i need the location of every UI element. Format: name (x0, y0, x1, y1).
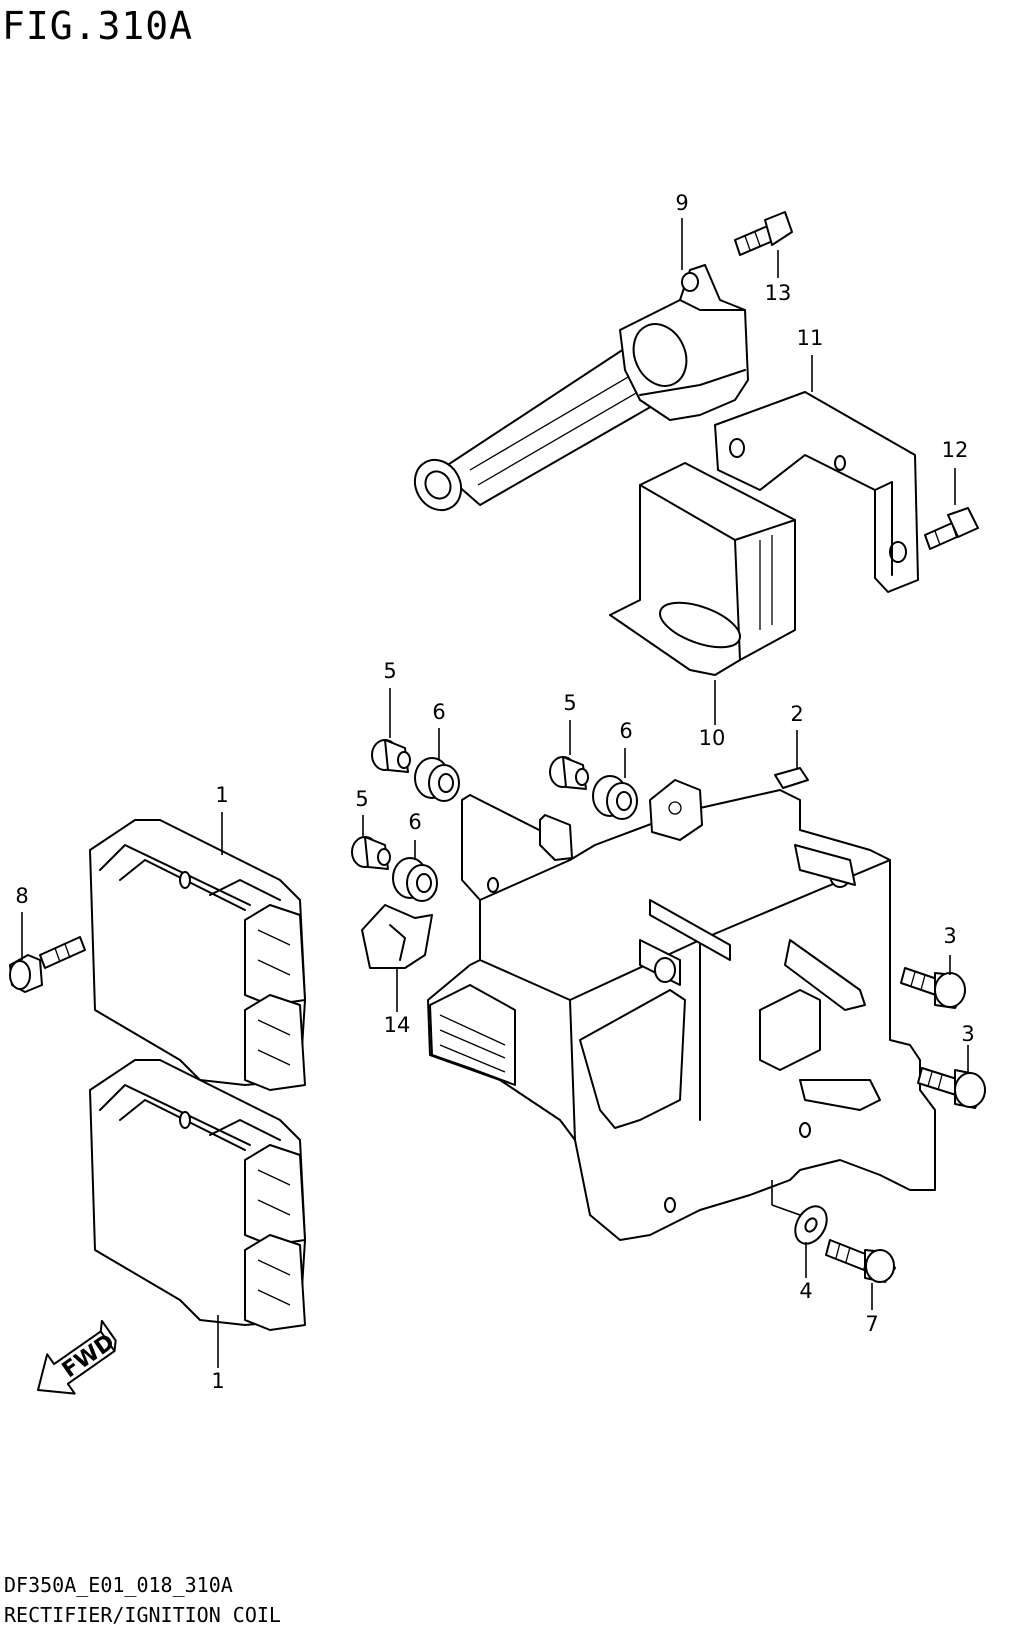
electrical-bracket (427, 779, 936, 1241)
fwd-label: FWD (58, 1330, 119, 1383)
bolt-bottom (825, 1239, 896, 1283)
callout-12: 12 (942, 438, 969, 462)
coil-cover (609, 462, 796, 676)
callout-5: 5 (563, 691, 576, 715)
callout-3: 3 (943, 924, 956, 948)
coil-bracket (714, 391, 919, 593)
callout-6: 6 (408, 810, 421, 834)
grommet-b (592, 775, 638, 820)
callout-13: 13 (765, 281, 792, 305)
callout-14: 14 (384, 1013, 411, 1037)
clip (774, 767, 809, 789)
collar-a (371, 739, 411, 773)
washer (794, 1205, 828, 1245)
callout-9: 9 (675, 191, 688, 215)
callout-1: 1 (211, 1369, 224, 1393)
bolt-right-upper (900, 967, 966, 1009)
rectifier-lower (89, 1059, 306, 1331)
callout-2: 2 (790, 702, 803, 726)
bolt-left (9, 936, 86, 993)
fwd-direction-arrow: FWD (37, 1319, 119, 1395)
callout-labels: 9 13 11 12 10 5 6 5 6 5 6 14 2 1 1 8 3 3… (15, 191, 974, 1393)
bracket-bolt (924, 507, 979, 550)
grommet-c (392, 857, 438, 902)
callout-6: 6 (619, 719, 632, 743)
callout-5: 5 (355, 787, 368, 811)
clamp (361, 904, 433, 969)
figure-code: DF350A_E01_018_310A (4, 1573, 233, 1597)
callout-11: 11 (797, 326, 824, 350)
figure-name: RECTIFIER/IGNITION COIL (4, 1603, 281, 1627)
coil-bolt (734, 211, 793, 256)
callout-7: 7 (865, 1312, 878, 1336)
callout-1: 1 (215, 783, 228, 807)
bolt-right-lower (917, 1067, 986, 1109)
leader-lines (21, 218, 969, 1368)
grommet-a (414, 757, 460, 802)
callout-5: 5 (383, 659, 396, 683)
callout-10: 10 (699, 726, 726, 750)
rectifier-upper (89, 819, 306, 1091)
figure-title: FIG.310A (2, 4, 194, 48)
callout-6: 6 (432, 700, 445, 724)
callout-4: 4 (799, 1279, 812, 1303)
callout-8: 8 (15, 884, 28, 908)
collar-b (549, 756, 589, 790)
collar-c (351, 836, 391, 870)
callout-3: 3 (961, 1022, 974, 1046)
ignition-coil (413, 264, 749, 512)
